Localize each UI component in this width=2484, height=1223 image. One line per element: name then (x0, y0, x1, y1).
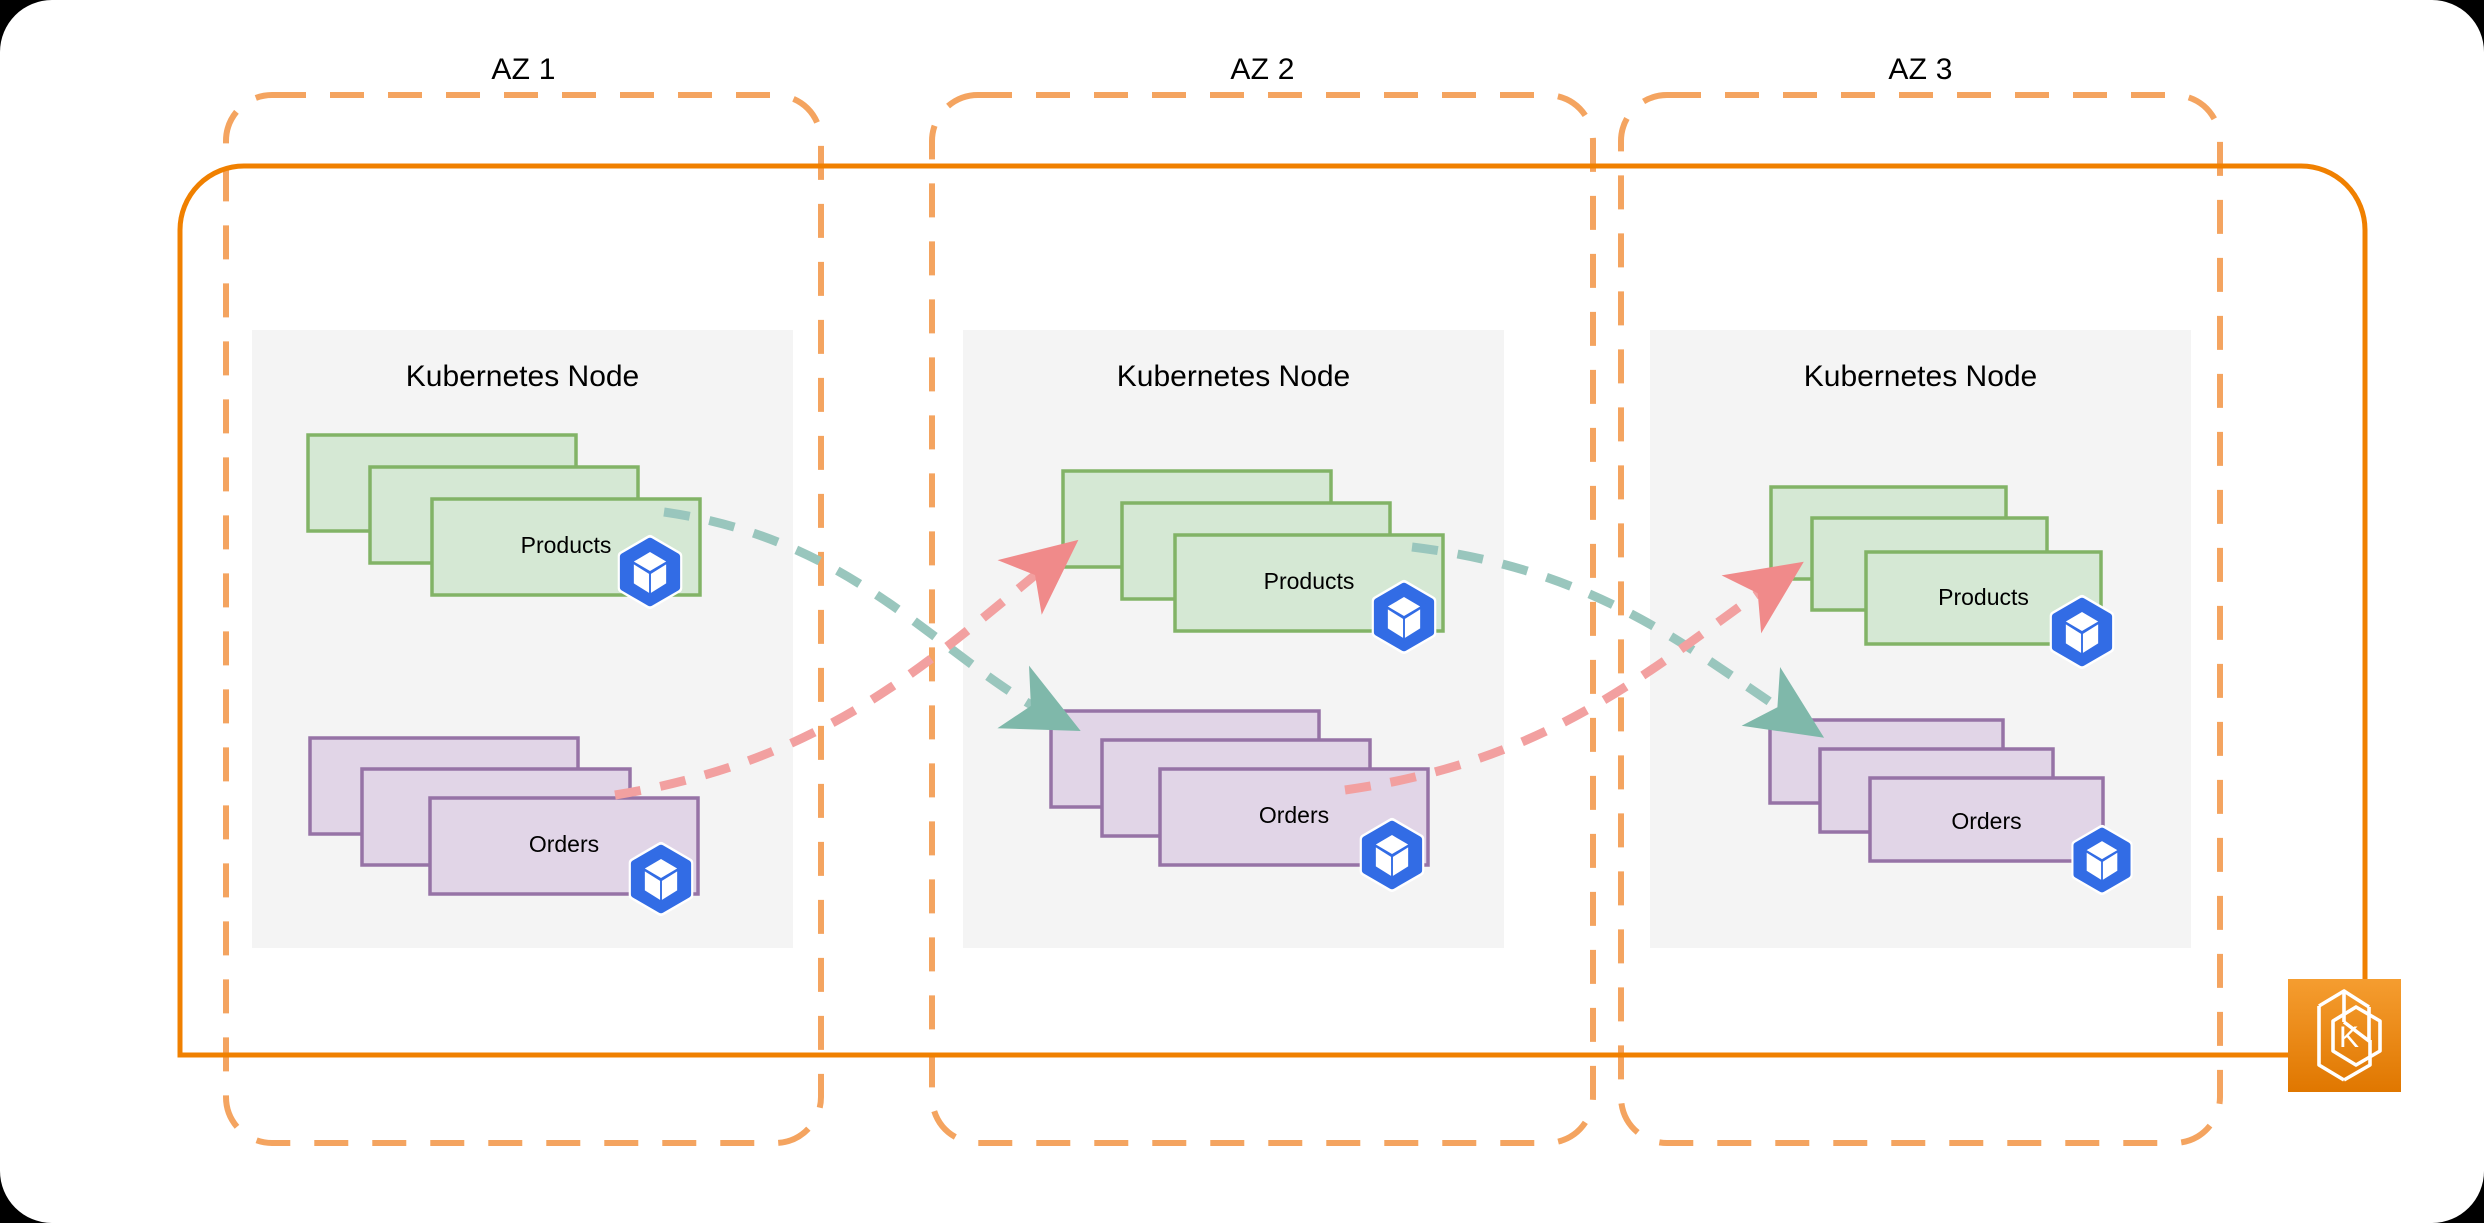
az-label-az2: AZ 2 (1230, 53, 1295, 86)
pod-label-az3-orders: Orders (1951, 808, 2022, 834)
connection-green-az2-az3 (1411, 542, 1825, 738)
svg-text:K: K (2339, 1021, 2359, 1054)
pod-label-az2-products: Products (1263, 568, 1355, 594)
aws-eks-logo: K (2288, 979, 2401, 1092)
pod-label-az2-orders: Orders (1258, 802, 1330, 828)
kubernetes-icon-az3-products (2049, 594, 2115, 670)
connection-green-az1-az2 (663, 507, 1081, 731)
pod-label-az1-orders: Orders (528, 831, 600, 857)
kubernetes-icon-az1-products (617, 534, 683, 610)
kubernetes-icon-az2-products (1371, 579, 1437, 655)
az-boundary-az2 (929, 92, 1596, 1146)
connection-red-az2-az3 (1344, 561, 1804, 795)
kubernetes-icon-az1-orders (628, 841, 694, 917)
pod-stack-az2-orders[interactable] (1049, 709, 1430, 867)
az-boundary-az1 (223, 92, 824, 1146)
kubernetes-icon-az3-orders (2071, 824, 2133, 896)
kubernetes-icon-az2-orders (1359, 817, 1425, 893)
pod-stack-az3-orders[interactable] (1768, 718, 2105, 863)
pod-stack-az1-products[interactable] (306, 433, 702, 597)
node-title-az1: Kubernetes Node (405, 360, 640, 393)
az-boundary-az3 (1618, 92, 2223, 1146)
pod-label-az3-products: Products (1938, 584, 2029, 610)
node-title-az3: Kubernetes Node (1803, 360, 2038, 393)
pod-label-az1-products: Products (520, 532, 612, 558)
node-title-az2: Kubernetes Node (1116, 360, 1351, 393)
az-label-az1: AZ 1 (491, 53, 556, 86)
pod-stack-az2-products[interactable] (1061, 469, 1445, 633)
az-label-az3: AZ 3 (1888, 53, 1953, 86)
